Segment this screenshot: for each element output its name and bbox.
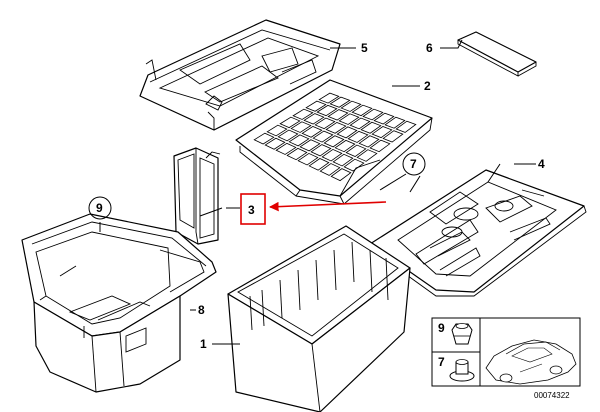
grid-cell [330,168,352,182]
callout-box [240,193,266,225]
grid-cell [369,139,391,153]
grid-cell [360,121,382,134]
part-8-bin-body[interactable] [33,295,181,393]
grid-cell [305,100,327,112]
grid-cell [314,117,336,130]
screw-plug-icon [449,359,475,382]
grid-cell [347,130,369,143]
label-part-2: 2 [424,79,431,93]
part-5-tray[interactable] [139,19,341,131]
grid-cell [395,120,417,133]
grid-cell [321,148,343,162]
inset-label-9: 9 [438,321,445,335]
grid-cell [384,116,406,129]
grid-cell [290,121,312,133]
grid-cell [325,122,347,134]
label-part-7: 7 [410,157,417,171]
part-6-strip[interactable] [457,31,537,77]
grid-cell [334,139,356,153]
grid-cell [277,129,299,142]
grid-cell [297,152,319,166]
grid-cell [343,158,365,172]
grid-cell [332,153,354,167]
grid-cell [288,134,310,147]
label-part-9: 9 [96,201,103,215]
grid-cell [340,100,362,112]
grid-cell [349,117,371,130]
grid-cell [382,130,404,143]
grid-cells [253,92,417,182]
leader-lines [88,39,536,345]
grid-cell [301,126,323,138]
grid-cell [362,108,384,121]
grid-cell [329,96,351,108]
label-part-6: 6 [426,41,433,55]
grid-cell [310,144,332,157]
callout-highlight [240,193,387,225]
grid-cell [327,109,349,121]
grid-cell [358,135,380,148]
grid-cell [319,163,341,176]
inset-label-7: 7 [438,355,445,369]
grid-cell [373,112,395,125]
diagram-id: 00074322 [534,391,570,400]
label-part-3: 3 [248,203,255,217]
grid-cell [338,113,360,125]
grid-cell [299,139,321,152]
car-silhouette-icon [485,339,577,385]
grid-cell [351,104,373,117]
grid-cell [318,92,340,104]
part-numbers: 5 2 6 4 7 3 9 8 1 [96,41,545,351]
grid-cell [356,149,378,162]
part-4-tool-tray[interactable] [369,169,587,297]
grid-cell [303,113,325,125]
grid-cell [336,126,358,139]
grid-cell [371,126,393,139]
label-part-4: 4 [538,157,545,171]
grid-cell [286,147,308,161]
grid-cell [308,158,330,171]
label-part-8: 8 [198,303,205,317]
inset-panel: 9 7 [431,317,581,387]
grid-cell [312,130,334,143]
nut-icon [451,323,473,345]
label-part-5: 5 [361,41,368,55]
grid-cell [253,132,275,145]
grid-cell [316,104,338,117]
grid-cell [264,137,286,150]
grid-cell [275,142,297,155]
callout-arrow [269,201,387,212]
grid-cell [279,116,301,129]
grid-cell [323,135,345,148]
grid-cell [345,144,367,157]
part-3-box[interactable] [173,147,221,245]
grid-cell [266,124,288,137]
grid-cell [292,108,314,120]
label-part-1: 1 [200,337,207,351]
part-2-grid-insert[interactable] [235,79,433,205]
part-1-large-box[interactable] [227,225,411,412]
